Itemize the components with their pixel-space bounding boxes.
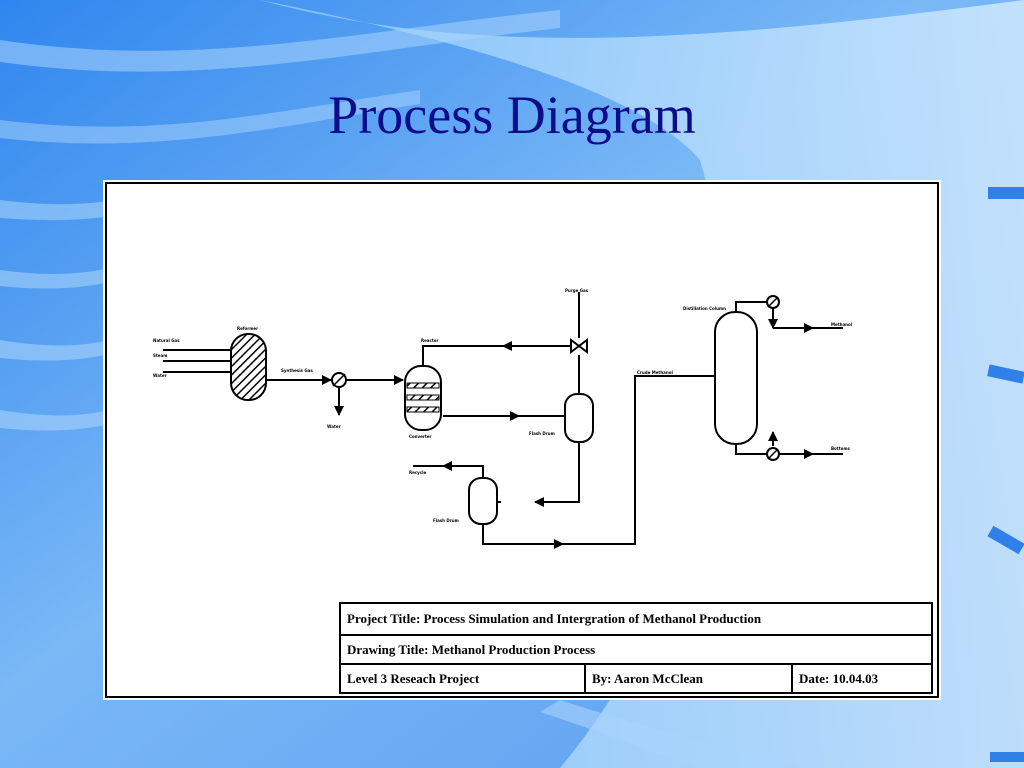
label-methanol: Methanol xyxy=(831,322,853,327)
label-reactor: Reactor xyxy=(421,338,439,343)
label-water-out: Water xyxy=(327,424,341,429)
reformer-vessel xyxy=(230,333,267,401)
reboiler-icon xyxy=(767,448,779,460)
flash-drum-2 xyxy=(468,477,498,525)
heat-exchanger-icon xyxy=(332,373,346,387)
accent-bar xyxy=(988,187,1024,199)
diagram-frame: Natural Gas Steam Water Reformer Synthes… xyxy=(103,180,941,700)
drawing-title-block: Project Title: Process Simulation and In… xyxy=(339,602,933,694)
label-natural-gas: Natural Gas xyxy=(153,338,180,343)
distillation-column xyxy=(714,311,758,445)
project-title: Project Title: Process Simulation and In… xyxy=(341,604,931,636)
catalyst-bed xyxy=(406,382,440,389)
drawing-date: Date: 10.04.03 xyxy=(799,671,879,686)
label-distillation: Distillation Column xyxy=(683,306,726,311)
accent-bar xyxy=(990,752,1024,762)
flash2-vapor-line xyxy=(413,465,484,482)
drawing-title: Drawing Title: Methanol Production Proce… xyxy=(341,636,931,665)
catalyst-bed xyxy=(406,406,440,413)
label-flash-2: Flash Drum xyxy=(433,518,459,523)
slide-title: Process Diagram xyxy=(328,85,696,145)
crude-methanol-line xyxy=(482,375,715,545)
label-purge: Purge Gas xyxy=(565,288,589,293)
project-level: Level 3 Reseach Project xyxy=(341,665,586,692)
author: By: Aaron McClean xyxy=(586,665,793,692)
label-water: Water xyxy=(153,373,167,378)
label-recycle: Recycle xyxy=(409,470,427,475)
column-overhead-line xyxy=(735,301,767,314)
condenser-icon xyxy=(767,296,779,308)
label-steam: Steam xyxy=(153,353,167,358)
drawing-border xyxy=(105,182,939,698)
accent-bar xyxy=(987,525,1024,555)
control-valve-icon xyxy=(570,338,588,354)
label-syngas: Synthesis Gas xyxy=(281,368,313,373)
label-bottoms: Bottoms xyxy=(831,446,851,451)
label-converter: Converter xyxy=(409,434,431,439)
flash-drum-1 xyxy=(564,393,594,443)
accent-bar xyxy=(987,364,1024,384)
label-reformer: Reformer xyxy=(237,326,258,331)
label-flash-1: Flash Drum xyxy=(529,431,555,436)
label-crude-methanol: Crude Methanol xyxy=(637,370,673,375)
process-flow-diagram: Natural Gas Steam Water Reformer Synthes… xyxy=(105,182,939,698)
title-block-footer-row: Level 3 Reseach Project By: Aaron McClea… xyxy=(341,665,931,692)
catalyst-bed xyxy=(406,394,440,401)
